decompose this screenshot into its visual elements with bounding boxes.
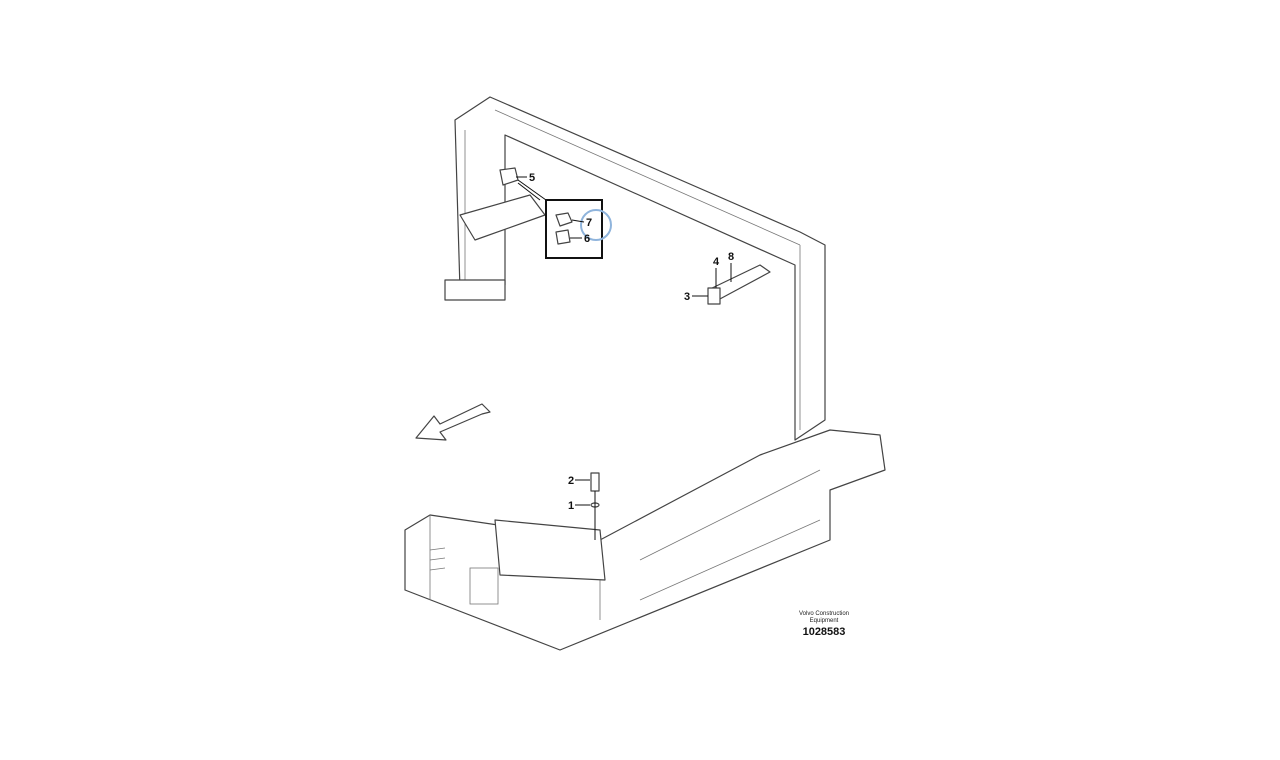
callout-6[interactable]: 6 (570, 233, 590, 245)
svg-text:2: 2 (568, 475, 574, 487)
brand-line-2: Equipment (809, 618, 839, 624)
svg-text:1: 1 (568, 500, 574, 512)
svg-text:4: 4 (713, 256, 720, 268)
svg-text:8: 8 (728, 251, 734, 263)
callout-3[interactable]: 3 (684, 291, 708, 303)
detail-box (545, 199, 603, 259)
rops-frame (444, 96, 826, 441)
svg-text:3: 3 (684, 291, 690, 303)
svg-text:7: 7 (586, 217, 592, 229)
callout-7[interactable]: 7 (571, 217, 592, 229)
highlight-circle (580, 209, 612, 241)
svg-text:6: 6 (584, 233, 590, 245)
callout-2[interactable]: 2 (568, 475, 590, 487)
callout-1[interactable]: 1 (568, 500, 590, 512)
brand-label: Volvo Construction Equipment (784, 611, 864, 625)
direction-arrow-icon (415, 403, 491, 441)
chassis (404, 429, 886, 651)
callout-8[interactable]: 8 (728, 251, 734, 282)
svg-text:5: 5 (529, 172, 535, 184)
callout-5[interactable]: 5 (516, 172, 535, 184)
brand-line-1: Volvo Construction (798, 611, 850, 617)
callout-4[interactable]: 4 (713, 256, 720, 288)
drawing-number: 1028583 (802, 626, 846, 638)
